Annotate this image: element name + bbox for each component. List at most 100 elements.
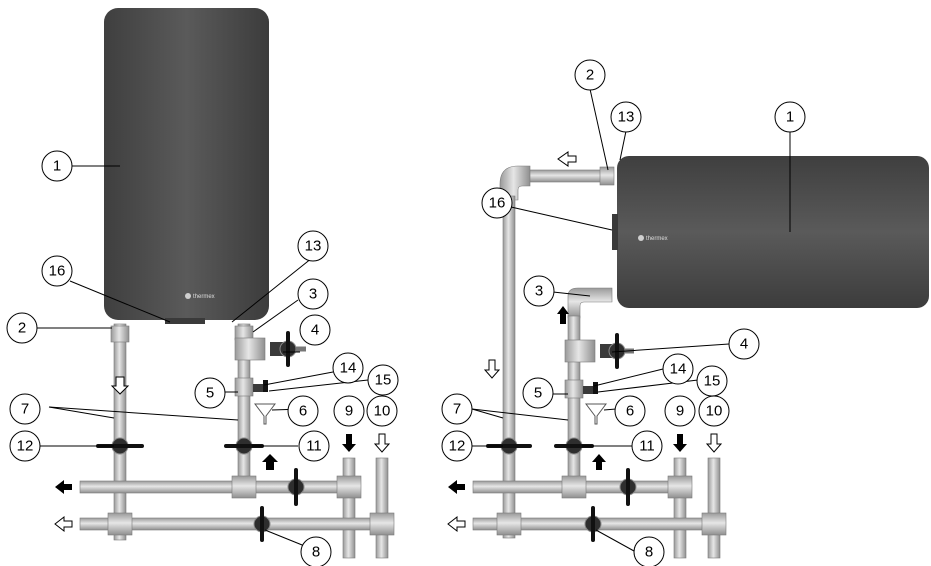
vertical-installation: thermex: [6, 8, 399, 566]
tank-side-plate: [612, 214, 618, 250]
svg-text:7: 7: [21, 401, 29, 418]
tee-5: [234, 377, 254, 397]
valve-icon: [287, 468, 305, 506]
callout-6: 6: [287, 395, 319, 427]
callout-13: 13: [610, 101, 642, 133]
callout-8: 8: [633, 536, 665, 566]
svg-text:3: 3: [535, 283, 543, 300]
solid-arrow-icon: [673, 434, 687, 452]
tee-cold-main: [496, 512, 522, 536]
callout-2: 2: [574, 59, 606, 91]
fitting-2: [110, 325, 130, 343]
brand-label: thermex: [193, 294, 215, 300]
svg-text:5: 5: [534, 385, 542, 402]
supply-pipe-9: [342, 457, 356, 559]
svg-text:15: 15: [375, 372, 392, 389]
supply-pipe-9: [673, 457, 687, 559]
tank-horizontal: [617, 156, 929, 308]
supply-pipe-10: [707, 457, 721, 559]
callout-7: 7: [441, 393, 473, 425]
callout-1: 1: [774, 101, 806, 133]
open-arrow-icon: [483, 359, 501, 379]
elbow-3: [567, 287, 613, 319]
tee-5: [564, 379, 584, 399]
callout-3: 3: [523, 275, 555, 307]
solid-arrow-icon: [342, 434, 356, 452]
callout-10: 10: [366, 395, 398, 427]
svg-text:14: 14: [340, 360, 357, 377]
svg-text:1: 1: [53, 158, 61, 175]
callout-2: 2: [6, 312, 38, 344]
callout-16: 16: [481, 187, 513, 219]
drain-handle: [263, 380, 268, 392]
svg-text:2: 2: [586, 67, 594, 84]
callout-12: 12: [9, 430, 41, 462]
brand-label: thermex: [646, 236, 668, 242]
callout-13: 13: [297, 230, 329, 262]
tee-pipe-9: [667, 475, 693, 499]
svg-text:16: 16: [489, 195, 506, 212]
svg-text:14: 14: [670, 361, 687, 378]
svg-text:6: 6: [299, 403, 307, 420]
svg-text:13: 13: [618, 109, 635, 126]
svg-text:16: 16: [49, 263, 66, 280]
svg-text:12: 12: [449, 438, 466, 455]
callout-15: 15: [696, 365, 728, 397]
callout-12: 12: [441, 430, 473, 462]
svg-text:11: 11: [639, 438, 655, 455]
svg-text:10: 10: [374, 403, 391, 420]
svg-text:9: 9: [345, 403, 353, 420]
svg-text:9: 9: [676, 403, 684, 420]
funnel-icon: [585, 403, 607, 425]
callout-11: 11: [631, 430, 663, 462]
svg-text:7: 7: [453, 401, 461, 418]
callout-8: 8: [300, 536, 332, 566]
callout-14: 14: [332, 352, 364, 384]
fitting-2: [599, 166, 615, 186]
svg-text:2: 2: [18, 320, 26, 337]
callout-9: 9: [333, 395, 365, 427]
solid-arrow-icon: [55, 480, 72, 494]
drain-handle: [593, 382, 598, 394]
tee-cold-main: [107, 512, 133, 536]
valve-icon: [619, 468, 637, 506]
callout-5: 5: [194, 377, 226, 409]
drain-valve: [253, 384, 267, 392]
svg-text:1: 1: [786, 109, 794, 126]
callout-1: 1: [41, 150, 73, 182]
svg-text:8: 8: [312, 544, 320, 561]
tee-pipe-10: [369, 512, 395, 536]
open-arrow-icon: [110, 376, 130, 395]
callout-14: 14: [662, 353, 694, 385]
solid-arrow-icon: [557, 306, 569, 324]
open-arrow-icon: [447, 515, 466, 533]
open-arrow-icon: [373, 433, 391, 453]
drain-valve: [583, 386, 597, 394]
svg-text:10: 10: [706, 403, 723, 420]
svg-text:4: 4: [740, 336, 748, 353]
callout-16: 16: [41, 255, 73, 287]
hot-outlet-pipe: [113, 323, 127, 541]
callout-4: 4: [299, 314, 331, 346]
tank-base-plate: [165, 318, 205, 324]
tee-4: [234, 337, 266, 361]
valve-icon: [253, 506, 271, 542]
brand-logo-icon: [185, 293, 191, 299]
supply-pipe-10: [375, 457, 389, 559]
tee-hot-main: [561, 475, 587, 499]
open-arrow-icon: [557, 151, 577, 167]
callout-9: 9: [664, 395, 696, 427]
svg-text:15: 15: [704, 373, 721, 390]
horizontal-installation: thermex: [441, 59, 929, 566]
svg-text:8: 8: [645, 544, 653, 561]
elbow-top: [499, 165, 531, 201]
callout-7: 7: [9, 393, 41, 425]
solid-arrow-icon: [448, 480, 465, 494]
svg-text:6: 6: [626, 403, 634, 420]
tee-pipe-10: [701, 512, 727, 536]
callout-6: 6: [614, 395, 646, 427]
tee-pipe-9: [336, 475, 362, 499]
valve-icon: [270, 331, 306, 367]
callout-3: 3: [297, 278, 329, 310]
